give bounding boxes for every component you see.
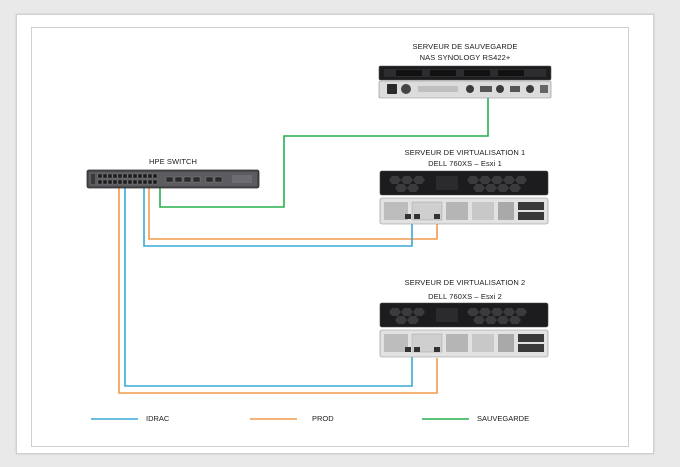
switch-port-row-bottom [97,179,158,185]
idrac-cable-server-1 [143,188,413,247]
prod-cable-server-2 [118,188,438,394]
switch-port-row-top [97,173,158,179]
hpe-switch-device [86,169,260,189]
virt-server-2-label: SERVEUR DE VIRTUALISATION 2 DELL 760XS –… [385,276,545,304]
virt-server-1-model: DELL 760XS – Esxi 1 [428,159,502,168]
backup-server-label: SERVEUR DE SAUVEGARDE NAS SYNOLOGY RS422… [395,41,535,63]
diagram-frame [31,27,629,447]
dell-server-1-device [379,170,549,225]
legend-idrac-label: IDRAC [146,414,170,423]
dell-server-2-device [379,302,549,358]
idrac-cable-server-2 [124,188,413,387]
legend-sauvegarde-label: SAUVEGARDE [477,414,530,423]
virt-server-2-model: DELL 760XS – Esxi 2 [428,292,502,301]
prod-cable-server-1 [148,188,438,240]
backup-server-model: NAS SYNOLOGY RS422+ [419,53,511,62]
virt-server-1-title: SERVEUR DE VIRTUALISATION 1 [404,148,526,157]
virt-server-2-title: SERVEUR DE VIRTUALISATION 2 [404,278,526,287]
nas-synology-device [378,65,552,99]
switch-label: HPE SWITCH [148,157,198,166]
backup-server-title: SERVEUR DE SAUVEGARDE [412,42,518,51]
virt-server-1-label: SERVEUR DE VIRTUALISATION 1 DELL 760XS –… [385,147,545,169]
legend-prod-label: PROD [312,414,334,423]
sauvegarde-cable [159,91,489,208]
switch-sfp-ports [165,176,223,183]
